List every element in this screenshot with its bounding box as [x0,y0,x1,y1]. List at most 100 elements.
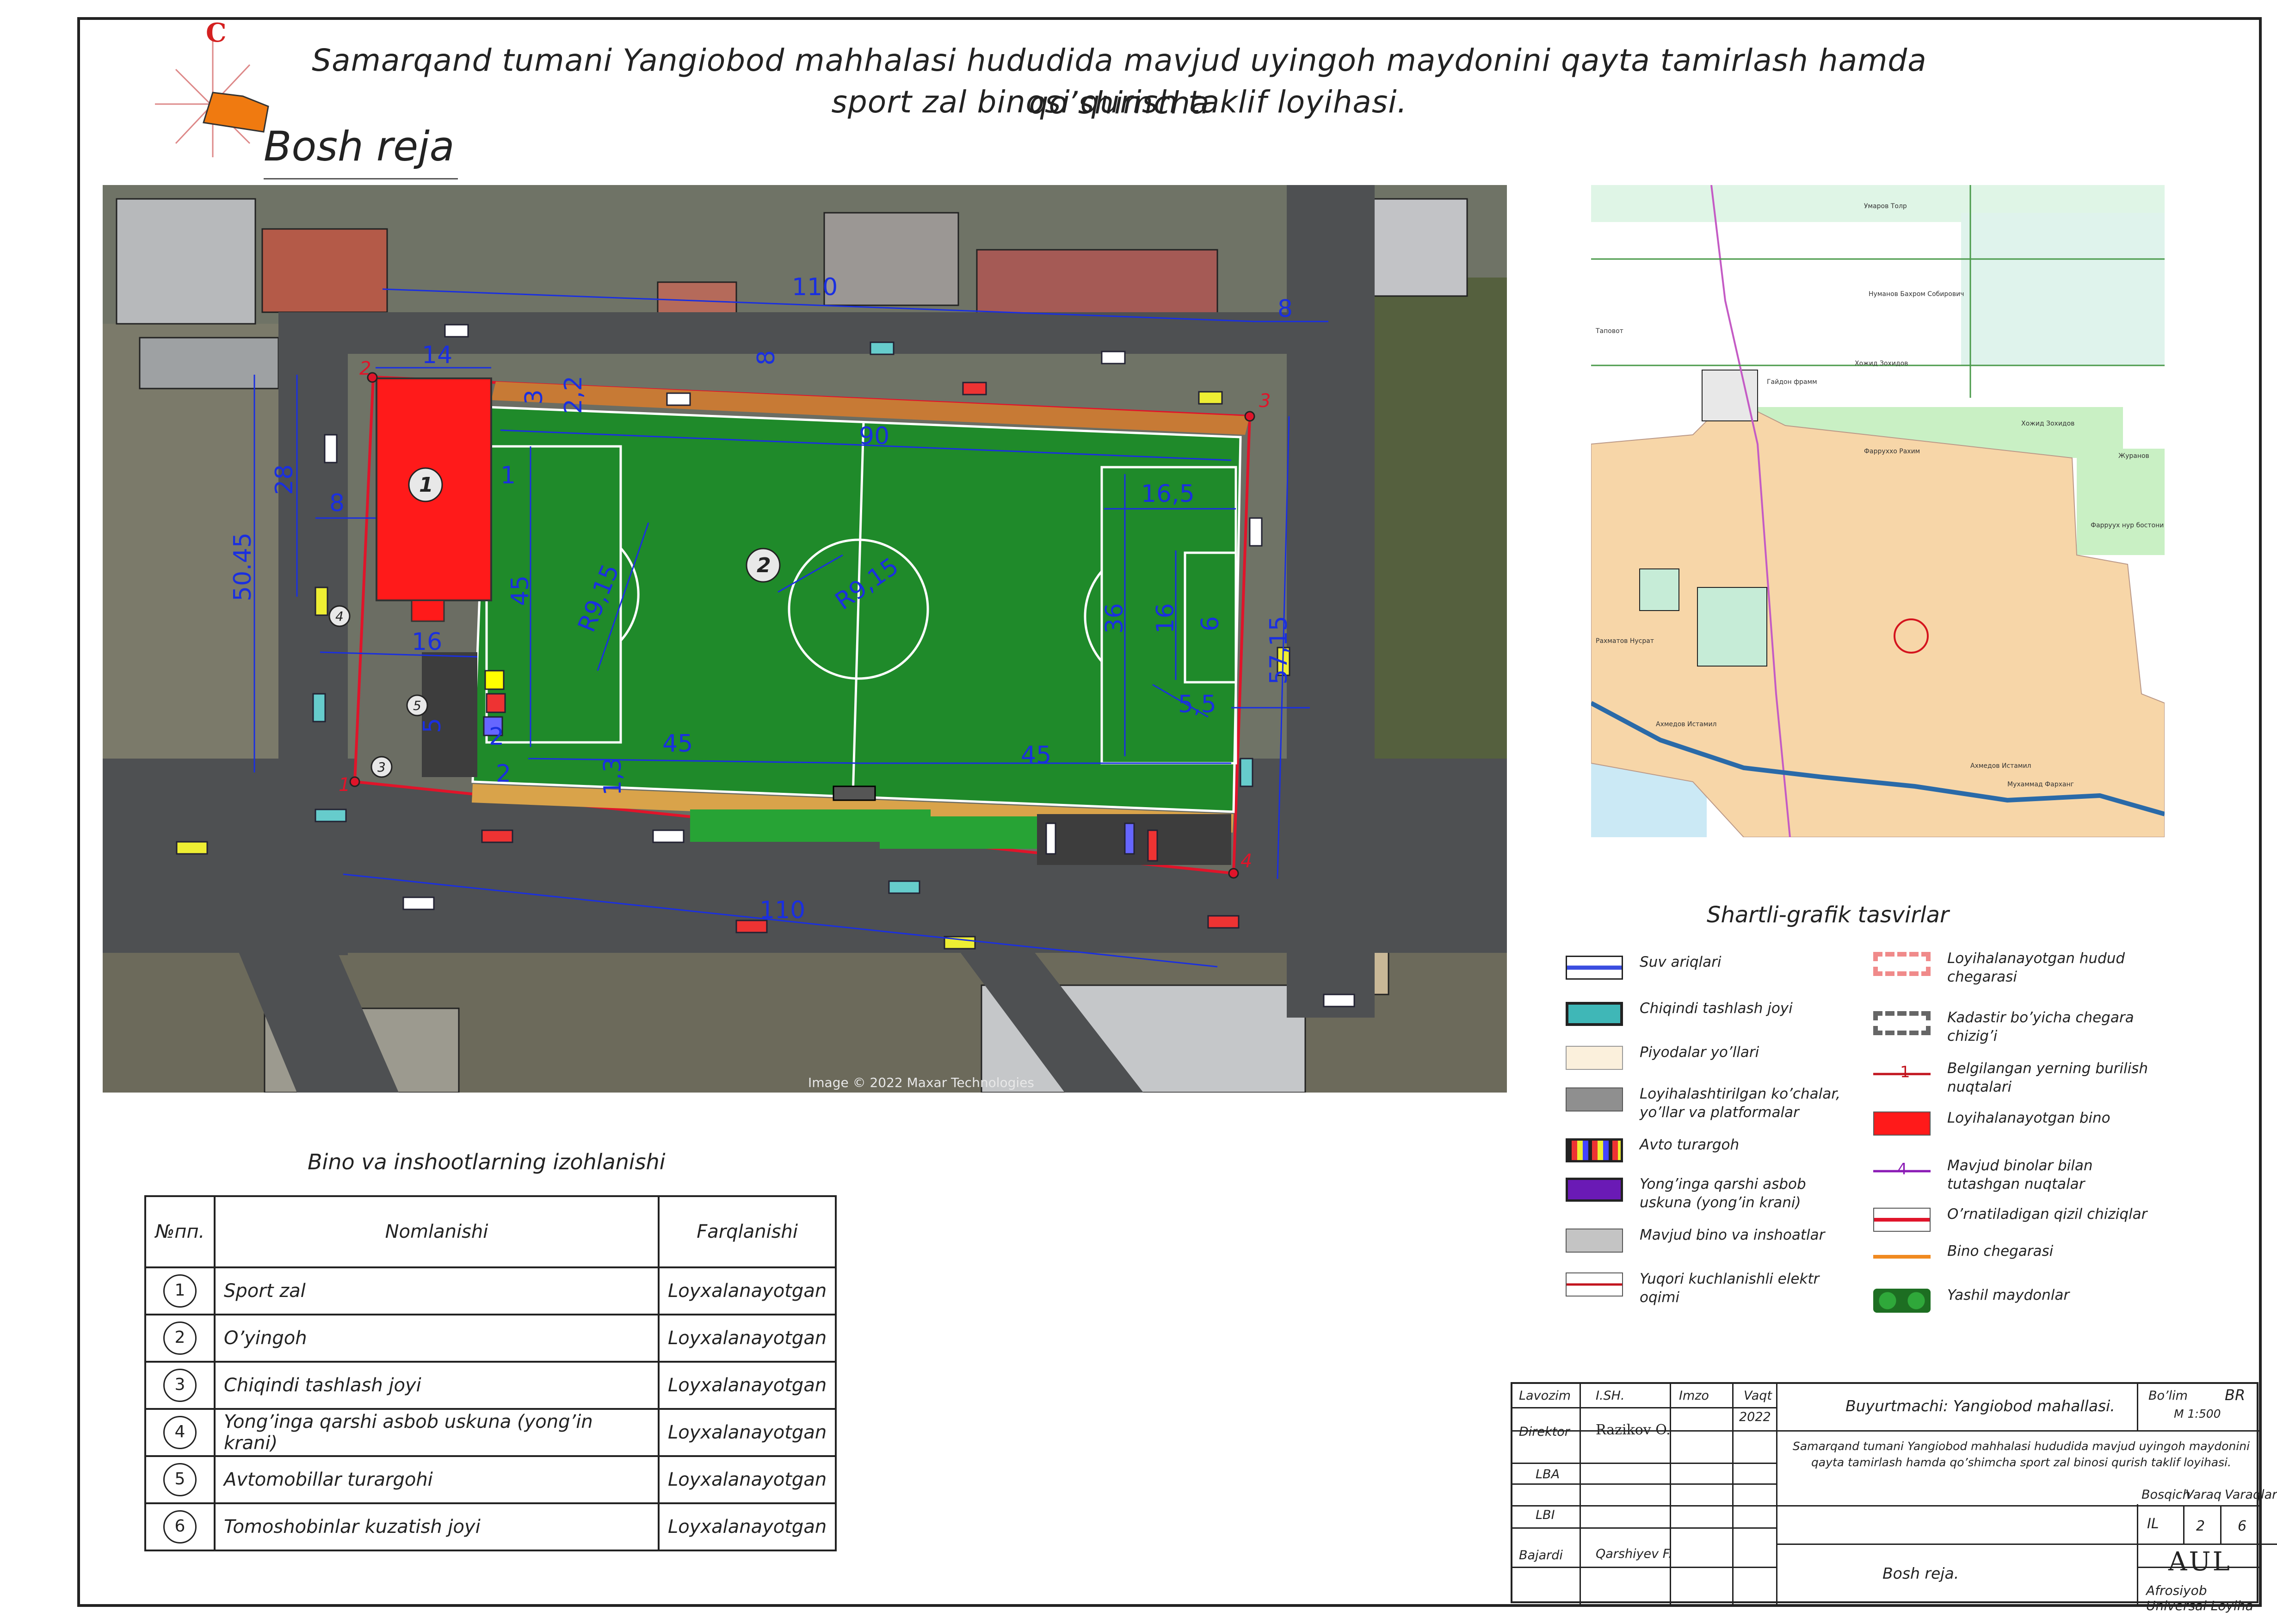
building-number: 2 [757,554,771,577]
pitch-penalty-arc-west [620,547,640,642]
existing-building-icon [1566,1229,1623,1253]
sheet-name-underline [264,178,458,179]
location-overview-map: Умаров Толр Нуманов Бахром Собирович Тап… [1591,185,2165,837]
stamp-header: Lavozim [1519,1389,1571,1403]
dimension-label: 28 [271,464,298,495]
table-row: 1 Sport zal Loyxalanayotgan [144,1266,837,1315]
map-label: Ахмедов Истамил [1656,721,1717,728]
cadastral-boundary-icon [1873,1011,1931,1035]
stamp-header: Imzo [1679,1389,1709,1403]
row-number: 3 [163,1369,197,1402]
dimension-label: 110 [759,896,805,924]
stamp-role: Bajardi [1519,1548,1563,1562]
stamp-project-line-1: Samarqand tumani Yangiobod mahhalasi hud… [1792,1439,2250,1453]
map-label: Хожид Зохидов [1855,360,1908,367]
turning-point-icon [1873,1062,1931,1086]
waste-bin [833,785,876,801]
parked-cars [176,324,1355,1007]
corner-point-label: 3 [1259,390,1271,412]
building-number: 3 [377,760,386,775]
green-area-icon [1873,1289,1931,1313]
stamp-stage: IL [2147,1516,2159,1532]
building-number: 4 [335,609,344,624]
stamp-scale: M 1:500 [2174,1407,2221,1420]
stamp-section-value: BR [2225,1386,2246,1404]
row-name: Sport zal [214,1266,660,1315]
row-name: O’yingoh [214,1314,660,1363]
map-label: Нуманов Бахром Собирович [1869,290,1964,298]
stamp-stage-label: Bosqich [2141,1488,2191,1502]
table-header-row: №пп. Nomlanishi Farqlanishi [144,1195,837,1268]
dimension-label: 1 [500,462,516,489]
pitch-halfway-line [852,421,865,797]
map-label: Журанов [2118,452,2149,460]
row-status: Loyxalanayotgan [657,1455,837,1504]
table-header: №пп. [144,1195,216,1268]
street-north [302,312,1338,354]
stamp-sheet-label: Varaq [2185,1488,2222,1502]
table-row: 3 Chiqindi tashlash joyi Loyxalanayotgan [144,1361,837,1410]
row-status: Loyxalanayotgan [657,1314,837,1363]
dimension-label: 50.45 [229,532,257,601]
building-number: 5 [413,698,421,713]
stamp-drawing-name: Bosh reja. [1882,1564,1959,1582]
table-row: 5 Avtomobillar turargohi Loyxalanayotgan [144,1455,837,1504]
row-number: 1 [163,1274,197,1308]
dimension-label: 5,5 [1178,691,1216,718]
stamp-header: Vaqt [1744,1389,1772,1403]
designed-building-icon [1873,1111,1931,1136]
dimension-label: 5 [419,718,446,733]
title-line-2: sport zal binosi qurish taklif loyihasi. [831,84,1407,120]
dimension-label: 45 [662,730,693,758]
water-channel-icon [1566,956,1623,980]
row-name: Chiqindi tashlash joyi [214,1361,660,1410]
row-number: 5 [163,1463,197,1496]
turning-point-markers [349,372,1255,879]
parking-lot-west [422,652,477,777]
dimension-label: 90 [859,422,889,450]
row-status: Loyxalanayotgan [657,1502,837,1551]
river [1591,701,2165,816]
stamp-sheets-label: Varaqlar [2225,1488,2277,1502]
dimension-label: 2 [496,760,511,788]
row-number: 2 [163,1321,197,1355]
compass-letter: C [206,19,227,48]
table-row: 4 Yong’inga qarshi asbob uskuna (yong’in… [144,1408,837,1457]
title-line-1: Samarqand tumani Yangiobod mahhalasi hud… [312,43,1927,121]
footpath-icon [1566,1046,1623,1070]
map-label: Хожид Зохидов [2021,420,2074,427]
map-label: Рахматов Нусрат [1596,637,1654,645]
corner-point-label: 1 [339,774,350,796]
green-zone [1961,213,2165,365]
existing-building [823,212,959,306]
waste-bin-icon [1566,1002,1623,1026]
dimension-label: 8 [753,350,780,365]
corner-point-label: 4 [1240,851,1252,872]
dimension-label: 57,15 [1265,616,1293,685]
stamp-name: Razikov O. [1596,1422,1671,1438]
map-label: Фарруух нур бостони [2091,522,2164,529]
stamp-sheets: 6 [2238,1518,2247,1534]
dimension-label: 1,3 [599,757,627,796]
red-line-icon [1873,1208,1931,1232]
map-label: Таповот [1595,327,1623,335]
map-label: Гайдон фрамм [1767,378,1817,386]
stamp-role: LBA [1536,1467,1560,1482]
junction-point-marker: 4 [1897,1160,1907,1179]
school-block [1639,568,1679,611]
row-name: Yong’inga qarshi asbob uskuna (yong’in k… [214,1408,660,1457]
stamp-customer: Buyurtmachi: Yangiobod mahallasi. [1845,1397,2115,1415]
table-row: 2 O’yingoh Loyxalanayotgan [144,1314,837,1363]
dimension-label: 110 [792,273,838,301]
parking-icon [1566,1138,1623,1162]
main-road [1710,185,1791,837]
stamp-project-line-2: qayta tamirlash hamda qo’shimcha sport z… [1811,1456,2232,1469]
dimension-label: 14 [422,341,452,369]
imagery-credit: Image © 2022 Maxar Technologies [808,1075,1034,1090]
stamp-section-label: Bo’lim [2148,1389,2188,1403]
map-label: Ахмедов Истамил [1970,762,2031,770]
dimension-label: 16,5 [1141,480,1195,508]
existing-building [116,198,256,325]
table-header: Farqlanishi [657,1195,837,1268]
pitch-goal-area-east [1184,551,1237,684]
